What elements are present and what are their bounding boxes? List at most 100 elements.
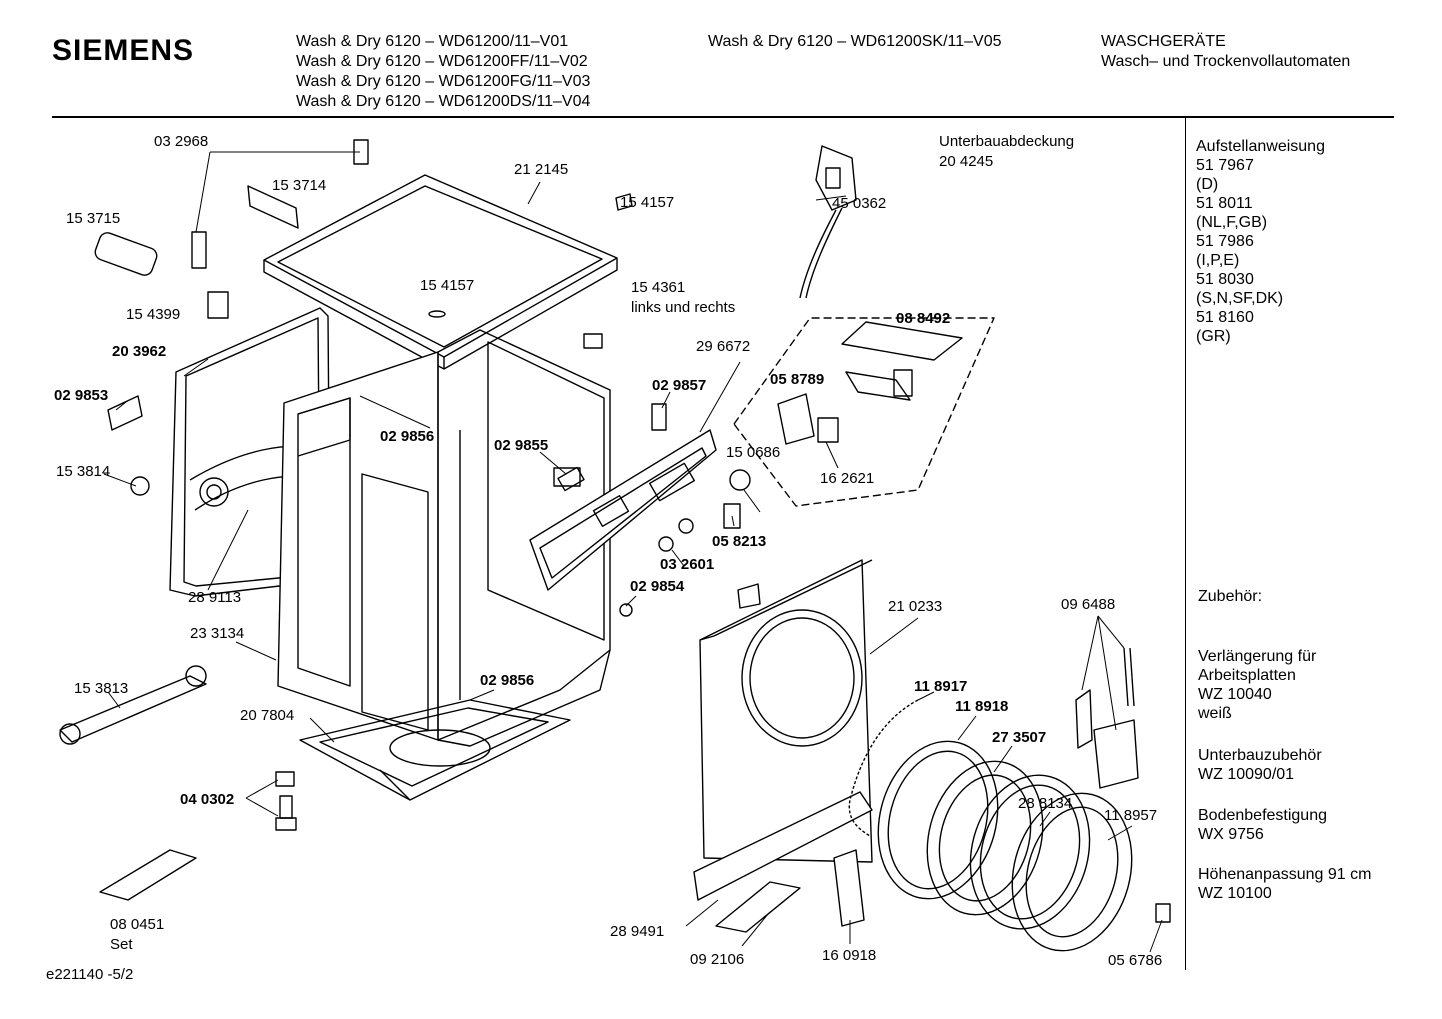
part-label: 15 4361: [631, 279, 686, 296]
part-label: 05 8213: [712, 533, 767, 550]
brand-logo: SIEMENS: [52, 34, 195, 67]
install-line: 51 8030: [1196, 271, 1254, 288]
part-label-note: links und rechts: [631, 299, 736, 316]
part-label: 15 3715: [66, 210, 121, 227]
door-spring-wire: [848, 699, 919, 837]
accessory-line: Höhenanpassung 91 cm: [1198, 866, 1372, 883]
accessory-line: Verlängerung für: [1198, 648, 1317, 665]
service-wrench: [59, 665, 207, 745]
door-hinge: [1075, 647, 1139, 789]
accessory-worktop-extension: Verlängerung für Arbeitsplatten WZ 10040…: [1198, 647, 1316, 723]
accessories-title: Zubehör:: [1198, 588, 1263, 605]
accessory-line: Arbeitsplatten: [1198, 667, 1296, 684]
part-label: 15 4157: [620, 194, 675, 211]
part-label: 09 2106: [690, 951, 745, 968]
part-label: 11 8917: [914, 678, 968, 695]
part-label: 15 3814: [56, 463, 111, 480]
header-divider: [52, 116, 1394, 118]
part-label: 08 0451: [110, 916, 165, 933]
relay-box: [777, 393, 839, 445]
install-line: (D): [1196, 176, 1219, 193]
part-label: 02 9857: [652, 377, 707, 394]
installation-instructions: Aufstellanweisung 51 7967 (D) 51 8011 (N…: [1196, 137, 1325, 346]
model-line: Wash & Dry 6120 – WD61200FF/11–V02: [296, 53, 588, 70]
part-label: 11 8918: [955, 698, 1009, 715]
part-label: 29 6672: [696, 338, 751, 355]
part-label: 04 0302: [180, 791, 235, 808]
part-label: 15 4399: [126, 306, 181, 323]
model-line: Wash & Dry 6120 – WD61200SK/11–V05: [708, 33, 1002, 50]
base-plate: [99, 849, 197, 901]
install-line: (NL,F,GB): [1196, 214, 1268, 231]
part-label: 45 0362: [832, 195, 887, 212]
part-label: 02 9853: [54, 387, 109, 404]
part-label: 02 9854: [630, 578, 685, 595]
cabinet-base: [299, 699, 571, 801]
interference-filter: [841, 321, 963, 401]
cover-number: 20 4245: [939, 153, 994, 170]
category-title: WASCHGERÄTE: [1101, 33, 1226, 50]
power-plug: [799, 145, 857, 299]
model-line: Wash & Dry 6120 – WD61200DS/11–V04: [296, 93, 591, 110]
part-label: 16 2621: [820, 470, 875, 487]
part-label: 03 2601: [660, 556, 715, 573]
model-list-secondary: Wash & Dry 6120 – WD61200SK/11–V05: [708, 32, 1002, 52]
sidebar-divider: [1185, 118, 1186, 970]
part-label: 16 0918: [822, 947, 877, 964]
part-label: 05 8789: [770, 371, 825, 388]
part-label: 08 8492: [896, 310, 951, 327]
leader-lines: [103, 151, 1163, 953]
install-line: (I,P,E): [1196, 252, 1240, 269]
install-line: (S,N,SF,DK): [1196, 290, 1284, 307]
part-label: 20 3962: [112, 343, 167, 360]
accessory-underbuild: Unterbauzubehör WZ 10090/01: [1198, 746, 1322, 784]
install-title: Aufstellanweisung: [1196, 138, 1325, 155]
accessory-height-adjust: Höhenanpassung 91 cm WZ 10100: [1198, 865, 1371, 903]
install-line: 51 8011: [1196, 195, 1253, 212]
part-label: 20 7804: [240, 707, 295, 724]
part-label: 28 9491: [610, 923, 665, 940]
category-subtitle: Wasch– und Trockenvollautomaten: [1101, 53, 1351, 70]
part-label: 23 3134: [190, 625, 245, 642]
install-line: 51 7967: [1196, 157, 1254, 174]
part-label: 05 6786: [1108, 952, 1163, 969]
drawing-code: e221140 -5/2: [46, 966, 134, 983]
electronics-group-outline: [733, 317, 995, 507]
accessory-line: weiß: [1198, 705, 1232, 722]
door-ring-glass: [926, 760, 1044, 916]
part-label: 15 0686: [726, 444, 781, 461]
door-lock: [833, 849, 865, 927]
top-cover-panel: [263, 174, 618, 370]
install-line: (GR): [1196, 328, 1231, 345]
door-handle: [715, 881, 801, 933]
part-label: 21 2145: [514, 161, 569, 178]
model-line: Wash & Dry 6120 – WD61200/11–V01: [296, 33, 569, 50]
appliance-category: WASCHGERÄTE Wasch– und Trockenvollautoma…: [1101, 32, 1350, 72]
cover-title: Unterbauabdeckung: [939, 133, 1075, 150]
install-line: 51 8160: [1196, 309, 1254, 326]
accessory-line: Unterbauzubehör: [1198, 747, 1322, 764]
model-list-primary: Wash & Dry 6120 – WD61200/11–V01 Wash & …: [296, 32, 590, 112]
part-label: 28 9113: [188, 589, 242, 606]
part-label: 27 3507: [992, 729, 1047, 746]
cabinet-side-panel: [277, 351, 439, 741]
part-label: 28 8134: [1018, 795, 1073, 812]
part-label: 03 2968: [154, 133, 209, 150]
part-label: 02 9856: [380, 428, 435, 445]
part-label: 15 4157: [420, 277, 475, 294]
part-label: 21 0233: [888, 598, 943, 615]
door-ring-outer: [877, 740, 999, 900]
control-panel-bracket: [529, 429, 717, 591]
lid-plug: [428, 310, 446, 318]
door-ring-front: [1011, 792, 1133, 952]
part-label: 09 6488: [1061, 596, 1116, 613]
part-label: 02 9856: [480, 672, 535, 689]
part-label: 02 9855: [494, 437, 549, 454]
part-label: 11 8957: [1104, 807, 1158, 824]
front-door-panel: [693, 559, 873, 901]
accessory-line: WZ 10090/01: [1198, 766, 1295, 783]
part-label: 15 3714: [272, 177, 327, 194]
accessory-floor-fixing: Bodenbefestigung WX 9756: [1198, 806, 1327, 844]
accessory-line: WX 9756: [1198, 826, 1264, 843]
